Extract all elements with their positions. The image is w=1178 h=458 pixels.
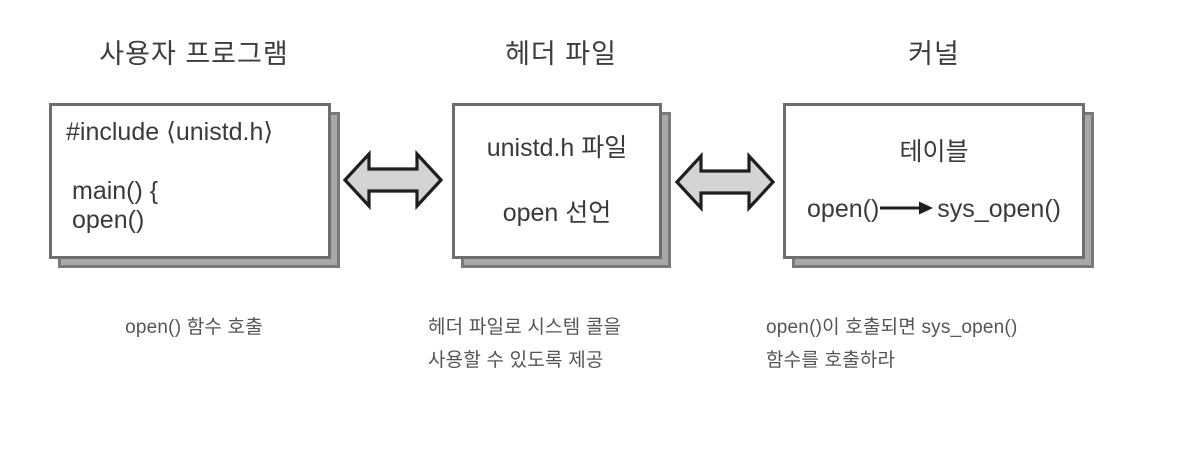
caption-header-file: 헤더 파일로 시스템 콜을 사용할 수 있도록 제공 — [428, 317, 622, 371]
connector-user-header — [342, 149, 444, 211]
syscall-mapping-from: open() — [807, 195, 880, 223]
header-file-box: unistd.h 파일 open 선언 — [452, 103, 671, 268]
column-title-user-program: 사용자 프로그램 — [99, 39, 289, 69]
header-open-declaration: open 선언 — [502, 199, 612, 227]
code-line-include: #include ⟨unistd.h⟩ — [66, 118, 274, 146]
kernel-table-label: 테이블 — [899, 138, 969, 166]
box-card: 테이블 open() sys_open() — [783, 103, 1085, 259]
kernel-box: 테이블 open() sys_open() — [783, 103, 1094, 268]
connector-header-kernel — [674, 151, 776, 213]
code-line-open: open() — [72, 206, 145, 234]
column-title-kernel: 커널 — [908, 39, 960, 69]
box-card: #include ⟨unistd.h⟩ main() { open() — [49, 103, 331, 259]
caption-user-program: open() 함수 호출 — [125, 317, 263, 338]
user-program-box: #include ⟨unistd.h⟩ main() { open() — [49, 103, 340, 268]
double-headed-arrow-icon — [342, 149, 444, 211]
code-line-main: main() { — [72, 177, 159, 205]
box-card: unistd.h 파일 open 선언 — [452, 103, 662, 259]
right-arrow-icon — [879, 197, 935, 222]
syscall-mapping-row: open() sys_open() — [807, 197, 1061, 222]
header-file-name: unistd.h 파일 — [486, 134, 628, 162]
double-headed-arrow-icon — [674, 151, 776, 213]
syscall-mapping-to: sys_open() — [937, 195, 1061, 223]
caption-kernel: open()이 호출되면 sys_open() 함수를 호출하라 — [766, 317, 1018, 371]
column-title-header-file: 헤더 파일 — [505, 39, 617, 69]
